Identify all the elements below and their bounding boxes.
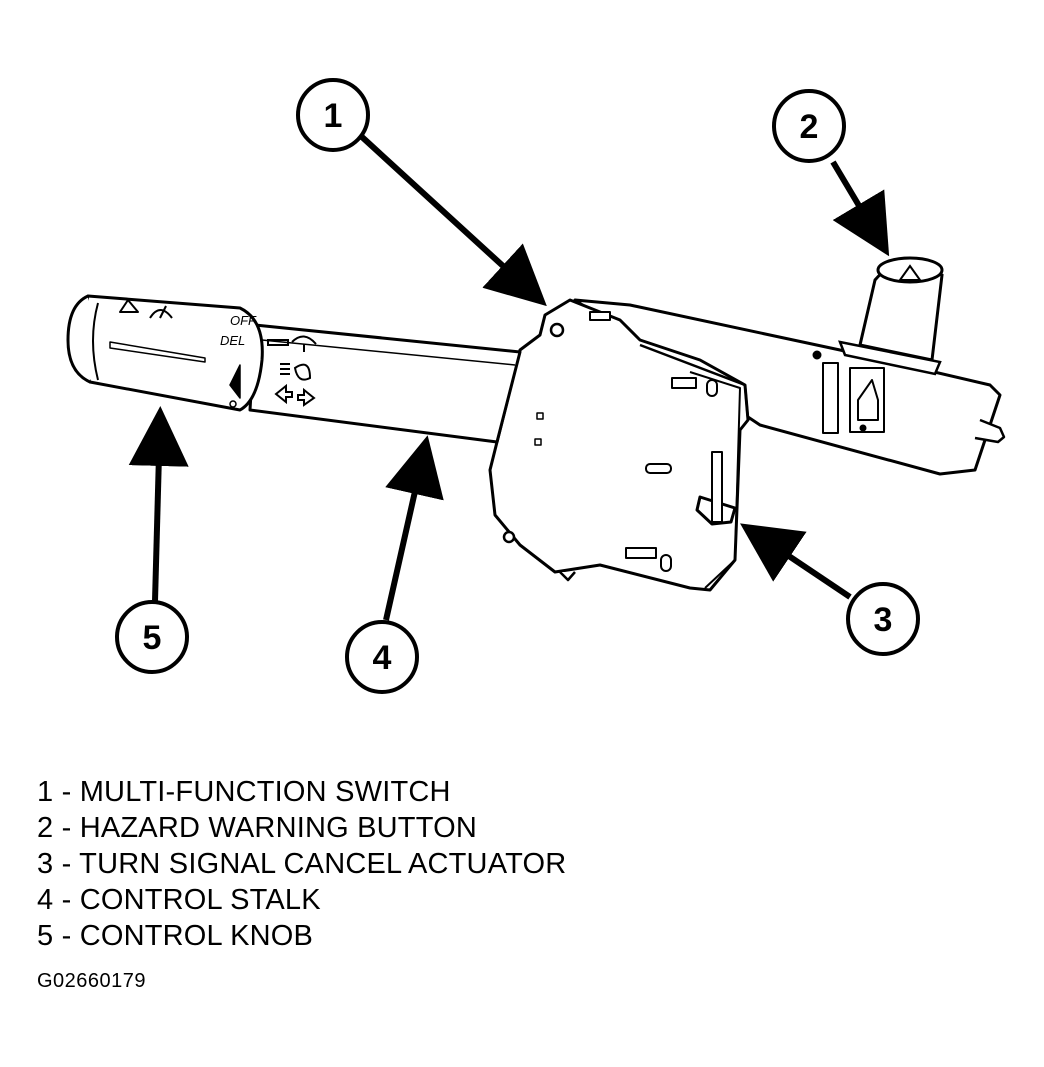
callout-2: 2 bbox=[772, 89, 846, 163]
turn-signal-cancel-actuator[interactable] bbox=[695, 451, 737, 526]
control-stalk[interactable] bbox=[248, 323, 522, 444]
callout-4: 4 bbox=[345, 620, 419, 694]
callout-arrows bbox=[128, 134, 890, 621]
hazard-warning-button[interactable] bbox=[838, 256, 944, 376]
callout-1: 1 bbox=[296, 78, 370, 152]
wiper-icon bbox=[119, 299, 173, 319]
multi-function-switch-body bbox=[488, 298, 750, 592]
callout-5-number: 5 bbox=[143, 619, 162, 657]
legend-item: 2 - HAZARD WARNING BUTTON bbox=[37, 812, 478, 844]
washer-icon bbox=[267, 335, 317, 352]
headlamp-icon bbox=[280, 363, 312, 381]
control-knob[interactable]: OFF DEL bbox=[66, 294, 264, 412]
callout-5-arrow bbox=[128, 406, 189, 602]
legend-item: 3 - TURN SIGNAL CANCEL ACTUATOR bbox=[37, 848, 567, 880]
knob-del-label: DEL bbox=[220, 333, 245, 348]
callout-3: 3 bbox=[846, 582, 920, 656]
legend-item: 4 - CONTROL STALK bbox=[37, 884, 321, 916]
callout-3-number: 3 bbox=[874, 601, 893, 639]
switch-diagram: OFF DEL 1 2 3 4 5 bbox=[66, 78, 1006, 694]
knob-off-label: OFF bbox=[230, 313, 257, 328]
callout-2-arrow bbox=[830, 160, 890, 257]
callout-2-number: 2 bbox=[800, 108, 819, 146]
legend-item: 5 - CONTROL KNOB bbox=[37, 920, 314, 952]
callout-3-arrow bbox=[740, 523, 852, 600]
figure-id: G02660179 bbox=[37, 970, 147, 992]
callout-1-arrow bbox=[359, 134, 547, 307]
callout-4-arrow bbox=[383, 435, 444, 621]
hazard-triangle-icon bbox=[898, 264, 922, 281]
callout-4-number: 4 bbox=[373, 639, 392, 677]
callout-5: 5 bbox=[115, 600, 189, 674]
legend: 1 - MULTI-FUNCTION SWITCH 2 - HAZARD WAR… bbox=[37, 774, 566, 954]
legend-item: 1 - MULTI-FUNCTION SWITCH bbox=[37, 776, 451, 808]
callout-1-number: 1 bbox=[324, 97, 343, 135]
turn-arrows-icon bbox=[274, 383, 316, 407]
